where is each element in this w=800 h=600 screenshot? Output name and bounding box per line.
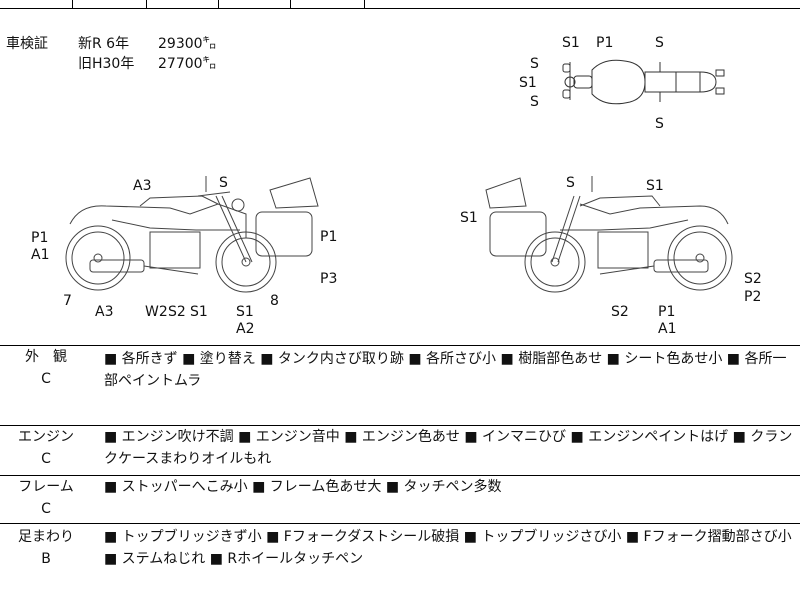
marker-s2: S2 — [168, 304, 186, 320]
new-era: 新R 6年 — [78, 36, 130, 52]
right-view-markers: S S1 S1 S2 P2 S2 P1 A1 — [460, 175, 762, 337]
marker-s: S — [655, 116, 664, 132]
marker-s: S — [566, 175, 575, 191]
category-grade: C — [41, 451, 51, 467]
marker-s1: S1 — [562, 35, 580, 51]
strip-divider — [72, 0, 73, 9]
marker-s: S — [530, 56, 539, 72]
inspection-certificate: 車検証 新R 6年 29300㌔ 旧H30年 27700㌔ — [6, 34, 217, 74]
marker-p1: P1 — [31, 230, 48, 246]
inspection-label: 車検証 — [6, 36, 48, 52]
condition-category: 外 観 C — [6, 346, 86, 390]
condition-category: 足まわり B — [6, 526, 86, 570]
condition-details: ■ ストッパーへこみ小 ■ フレーム色あせ大 ■ タッチペン多数 — [104, 479, 502, 495]
marker-a3: A3 — [95, 304, 113, 320]
old-era: 旧H30年 — [78, 56, 135, 72]
condition-category: フレーム C — [6, 476, 86, 520]
condition-frame: フレーム C ■ ストッパーへこみ小 ■ フレーム色あせ大 ■ タッチペン多数 — [0, 475, 800, 523]
marker-s1: S1 — [646, 178, 664, 194]
marker-w2: W2 — [145, 304, 168, 320]
top-view-bike — [562, 59, 725, 105]
condition-suspension: 足まわり B ■ トップブリッジきず小 ■ Fフォークダストシール破損 ■ トッ… — [0, 523, 800, 600]
marker-s: S — [219, 175, 228, 191]
marker-p1: P1 — [320, 229, 337, 245]
category-grade: C — [41, 501, 51, 517]
strip-divider — [146, 0, 147, 9]
category-name: 足まわり — [18, 529, 74, 545]
left-view-bike — [65, 176, 319, 293]
marker-s1: S1 — [519, 75, 537, 91]
condition-details: ■ エンジン吹け不調 ■ エンジン音中 ■ エンジン色あせ ■ インマニひび ■… — [104, 429, 793, 467]
marker-p1: P1 — [658, 304, 675, 320]
marker-8: 8 — [270, 293, 279, 309]
right-view-bike — [485, 176, 733, 293]
damage-diagram: S1 P1 S S1 S S S A3 S P1 A1 P1 P3 7 — [31, 35, 762, 337]
marker-s2: S2 — [744, 271, 762, 287]
condition-exterior: 外 観 C ■ 各所きず ■ 塗り替え ■ タンク内さび取り跡 ■ 各所さび小 … — [0, 345, 800, 425]
strip-divider — [364, 0, 365, 9]
marker-a2: A2 — [236, 321, 254, 337]
strip-divider — [290, 0, 291, 9]
category-name: フレーム — [18, 479, 74, 495]
marker-p2: P2 — [744, 289, 761, 305]
condition-category: エンジン C — [6, 426, 86, 470]
marker-a1: A1 — [658, 321, 676, 337]
new-mileage: 29300㌔ — [158, 36, 217, 52]
marker-s1: S1 — [236, 304, 254, 320]
category-name: 外 観 — [25, 349, 67, 365]
category-grade: C — [41, 371, 51, 387]
marker-s2: S2 — [611, 304, 629, 320]
marker-7: 7 — [63, 293, 72, 309]
marker-s1: S1 — [190, 304, 208, 320]
marker-p3: P3 — [320, 271, 337, 287]
top-view-markers: S1 P1 S S1 S S S — [519, 35, 664, 132]
strip-divider — [218, 0, 219, 9]
marker-a3: A3 — [133, 178, 151, 194]
condition-details: ■ トップブリッジきず小 ■ Fフォークダストシール破損 ■ トップブリッジさび… — [104, 529, 792, 567]
top-table-strip — [0, 0, 800, 9]
marker-s: S — [530, 94, 539, 110]
category-grade: B — [41, 551, 51, 567]
condition-engine: エンジン C ■ エンジン吹け不調 ■ エンジン音中 ■ エンジン色あせ ■ イ… — [0, 425, 800, 475]
category-name: エンジン — [18, 429, 74, 445]
marker-a1: A1 — [31, 247, 49, 263]
marker-s: S — [655, 35, 664, 51]
left-view-markers: A3 S P1 A1 P1 P3 7 8 A3 W2 S2 S1 S1 A2 — [31, 175, 337, 337]
old-mileage: 27700㌔ — [158, 56, 217, 72]
condition-details: ■ 各所きず ■ 塗り替え ■ タンク内さび取り跡 ■ 各所さび小 ■ 樹脂部色… — [104, 351, 787, 389]
marker-s1: S1 — [460, 210, 478, 226]
marker-p1: P1 — [596, 35, 613, 51]
